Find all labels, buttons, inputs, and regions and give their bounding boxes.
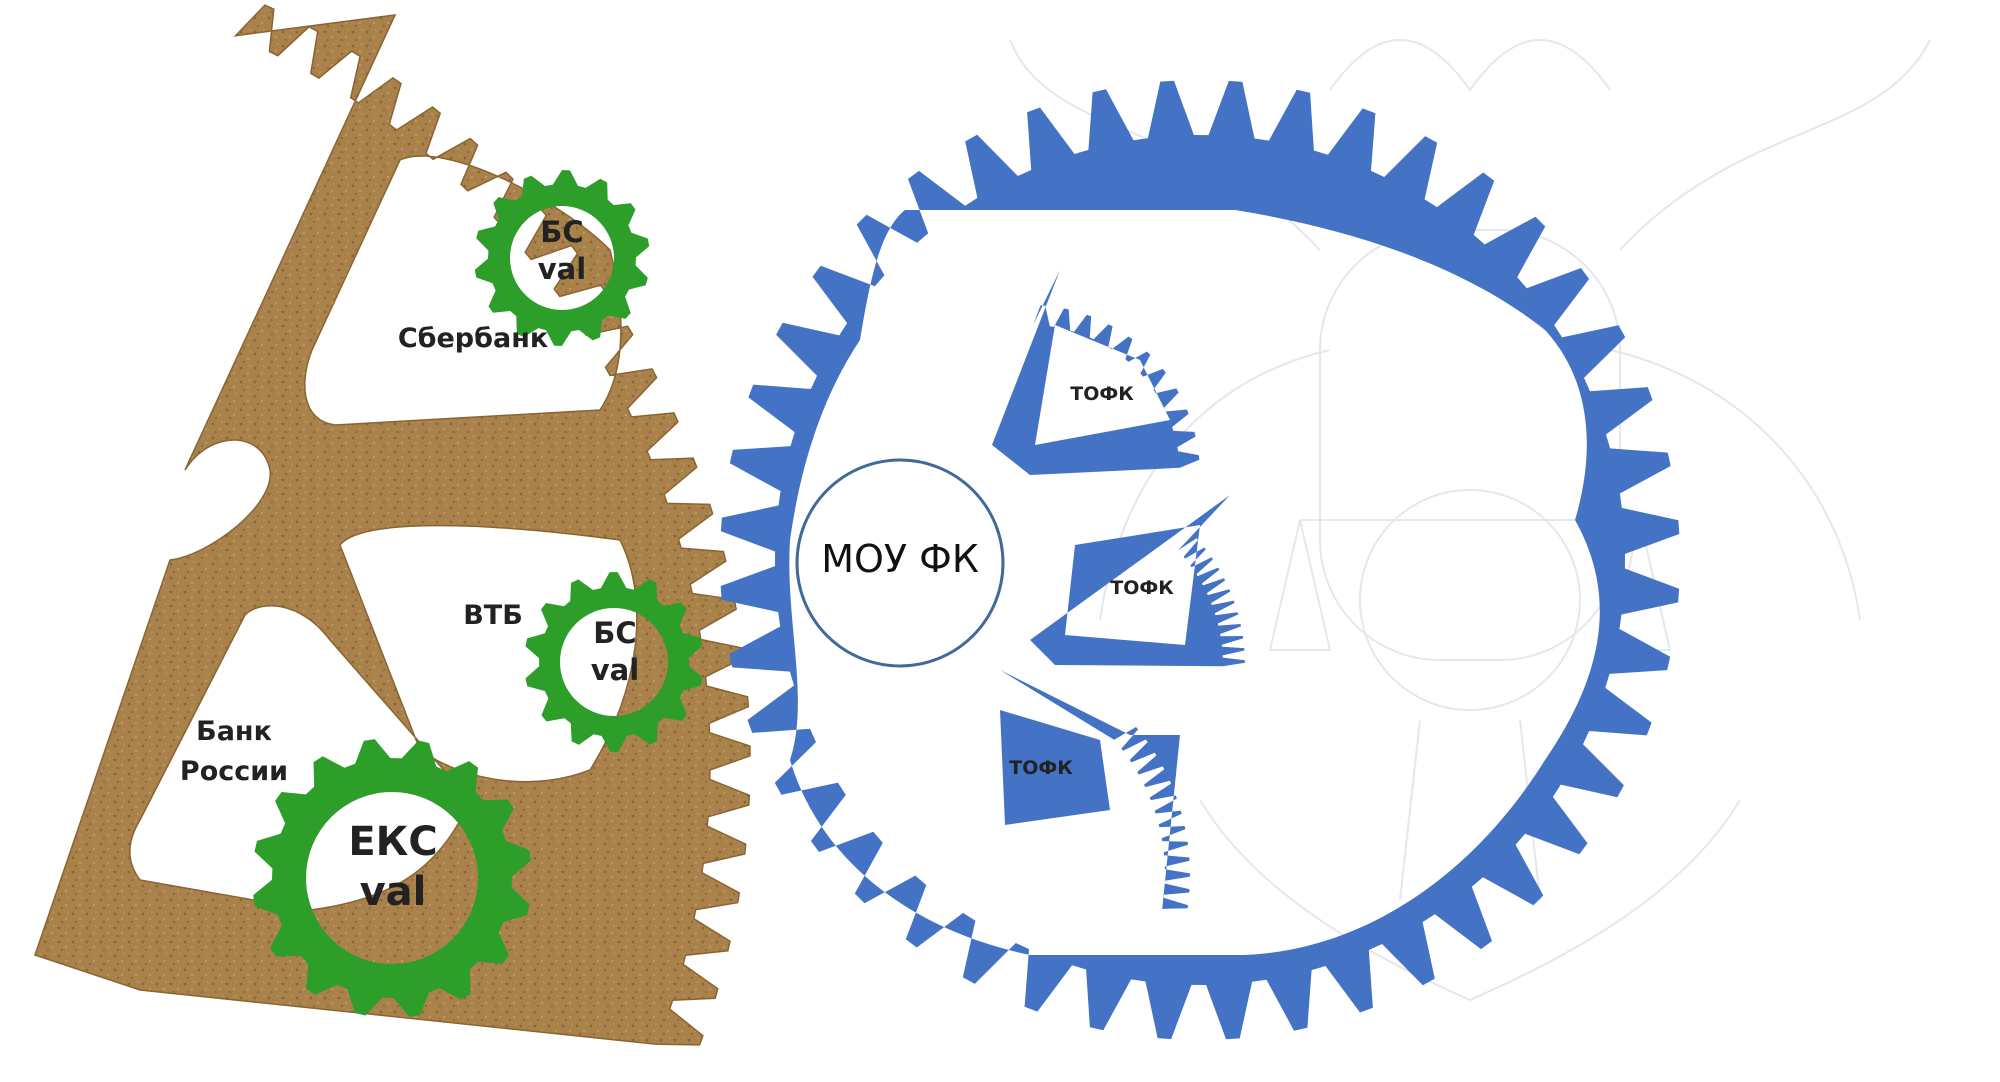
eks-label-line2: val xyxy=(360,869,427,915)
tofk-gear-icon xyxy=(1000,670,1190,909)
tofk-gear-icon xyxy=(992,270,1200,475)
sberbank-label: Сбербанк xyxy=(398,323,548,354)
green-gear-icon xyxy=(474,170,650,346)
wooden-gear-icon xyxy=(34,4,751,1046)
tofk-label-3: ТОФК xyxy=(1009,757,1073,779)
bs-top-label-line2: val xyxy=(538,252,586,286)
bs-mid-label-line1: БС xyxy=(593,616,636,650)
bank-russia-label-line2: России xyxy=(180,756,288,787)
eks-label-line1: ЕКС xyxy=(348,819,437,865)
vtb-label: ВТБ xyxy=(463,600,523,631)
tofk-label-1: ТОФК xyxy=(1070,383,1134,405)
bank-russia-label-line1: Банк xyxy=(196,716,272,747)
bs-mid-label-line2: val xyxy=(591,653,639,687)
bs-top-label-line1: БС xyxy=(540,215,583,249)
tofk-gear-icon xyxy=(1030,495,1245,667)
tofk-label-2: ТОФК xyxy=(1110,577,1174,599)
green-gear-icon xyxy=(253,739,531,1017)
mou-fk-circle xyxy=(795,458,1005,668)
mou-fk-label: МОУ ФК xyxy=(821,537,979,581)
green-gear-icon xyxy=(525,572,703,752)
